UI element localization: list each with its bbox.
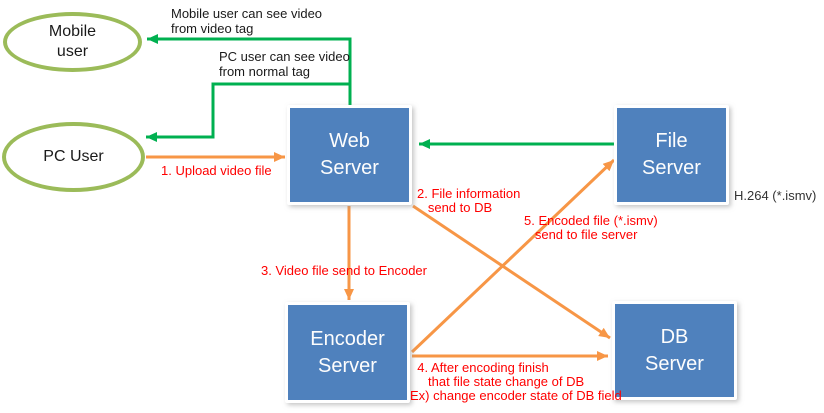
pc-user-label: PC User — [43, 148, 104, 165]
node-pc-user: PC User — [2, 122, 145, 192]
encoder-server-label: Encoder Server — [310, 327, 385, 377]
node-db-server: DB Server — [612, 301, 737, 400]
note-h264-format: H.264 (*.ismv) — [734, 188, 817, 203]
arrow-encoded-file-to-fileserver — [410, 158, 616, 354]
web-server-label: Web Server — [320, 130, 379, 179]
step-1-upload-video: 1. Upload video file — [161, 163, 272, 178]
node-web-server: Web Server — [287, 105, 412, 205]
node-mobile-user: Mobile user — [3, 12, 142, 72]
arrow-webserver-to-pc-user — [146, 82, 352, 142]
step-3-video-to-encoder: 3. Video file send to Encoder — [261, 263, 427, 278]
step-2-fileinfo-to-db: 2. File information send to DB — [417, 186, 521, 215]
mobile-user-label: Mobile user — [48, 23, 97, 60]
db-server-label: DB Server — [645, 325, 704, 375]
step-4-encoding-finish: 4. After encoding finish that file state… — [410, 360, 622, 403]
note-mobile-view: Mobile user can see video from video tag — [171, 6, 323, 36]
file-server-label: File Server — [642, 130, 701, 179]
arrow-fileinfo-to-db — [412, 204, 611, 340]
node-file-server: File Server — [614, 105, 729, 205]
node-encoder-server: Encoder Server — [285, 302, 410, 403]
step-5-encoded-file: 5. Encoded file (*.ismv) send to file se… — [524, 213, 658, 242]
note-pc-view: PC user can see video from normal tag — [219, 49, 350, 79]
